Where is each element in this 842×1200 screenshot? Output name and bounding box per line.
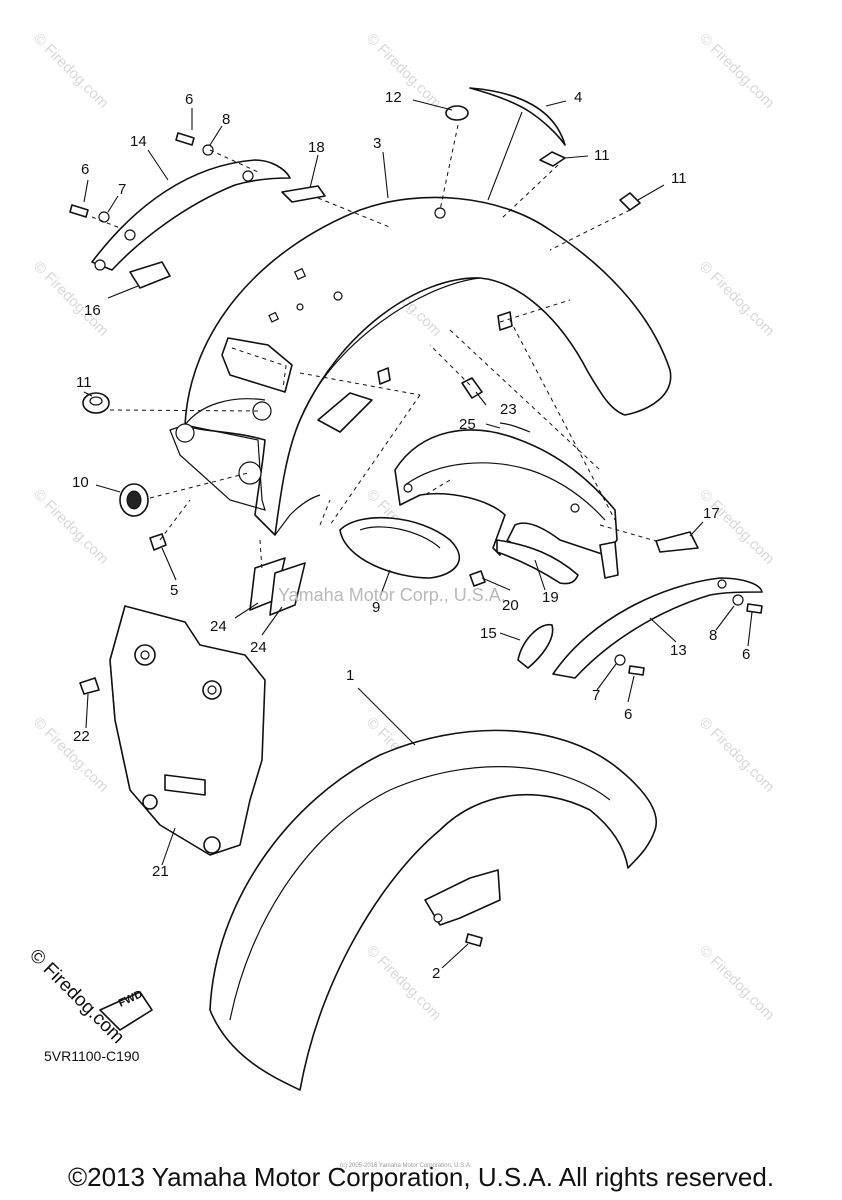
tail-lens-part <box>339 516 461 579</box>
bolt-part <box>469 570 486 587</box>
callout-3: 3 <box>373 135 382 152</box>
left-rail-part <box>91 159 291 271</box>
fender-flap-part <box>496 539 579 585</box>
diagram-code: 5VR1100-C190 <box>44 1048 140 1064</box>
grommet-parts <box>82 151 641 414</box>
cap-part <box>119 483 149 517</box>
callout-11: 11 <box>594 147 610 164</box>
bolt-part <box>465 933 483 947</box>
callout-18: 18 <box>308 139 325 156</box>
pad-part <box>281 185 326 203</box>
bolt-parts <box>69 132 214 223</box>
callout-24: 24 <box>210 618 227 635</box>
callout-23: 23 <box>500 401 517 418</box>
washer-part <box>445 105 469 121</box>
callout-19: 19 <box>542 589 559 606</box>
callout-6: 6 <box>81 161 90 178</box>
side-cover-part <box>109 605 266 856</box>
bolt-parts <box>614 594 763 676</box>
callout-17: 17 <box>703 505 720 522</box>
tiny-note: (c) 2005-2016 Yamaha Motor Corporation, … <box>340 1163 472 1169</box>
assembly-lines <box>91 124 657 571</box>
callout-21: 21 <box>152 863 169 880</box>
right-rail-part <box>552 577 763 679</box>
forward-arrow-icon <box>99 991 153 1031</box>
callout-7: 7 <box>592 687 601 704</box>
callout-24: 24 <box>250 639 267 656</box>
callout-6: 6 <box>624 706 633 723</box>
pad-part <box>517 624 554 669</box>
callout-14: 14 <box>130 133 147 150</box>
bracket-part <box>394 422 619 579</box>
end-cap-part <box>655 531 699 553</box>
callout-1: 1 <box>346 667 355 684</box>
leader-lines <box>83 99 753 969</box>
callout-11: 11 <box>671 170 687 187</box>
bolt-part <box>79 677 100 695</box>
callout-7: 7 <box>118 181 127 198</box>
callout-25: 25 <box>459 416 476 433</box>
front-fender-part <box>209 729 657 1091</box>
bolt-part <box>149 533 167 551</box>
callout-8: 8 <box>709 627 718 644</box>
callout-9: 9 <box>372 599 381 616</box>
centre-watermark: Yamaha Motor Corp., U.S.A. <box>278 585 506 605</box>
callout-20: 20 <box>502 597 519 614</box>
callout-4: 4 <box>574 89 583 106</box>
callout-15: 15 <box>480 625 497 642</box>
pad-part <box>129 261 171 289</box>
callout-6: 6 <box>185 91 194 108</box>
callout-13: 13 <box>670 642 687 659</box>
rear-fender-part <box>169 196 672 536</box>
callout-10: 10 <box>72 474 89 491</box>
callout-8: 8 <box>222 111 231 128</box>
trim-strip-part <box>469 87 566 146</box>
callout-5: 5 <box>170 582 179 599</box>
tape-parts <box>249 557 306 616</box>
callout-6: 6 <box>742 646 751 663</box>
callout-11: 11 <box>76 374 92 391</box>
callout-12: 12 <box>385 89 402 106</box>
copyright-notice: ©2013 Yamaha Motor Corporation, U.S.A. A… <box>67 1162 775 1192</box>
callout-2: 2 <box>432 965 441 982</box>
callout-22: 22 <box>73 728 90 745</box>
callout-16: 16 <box>84 302 101 319</box>
